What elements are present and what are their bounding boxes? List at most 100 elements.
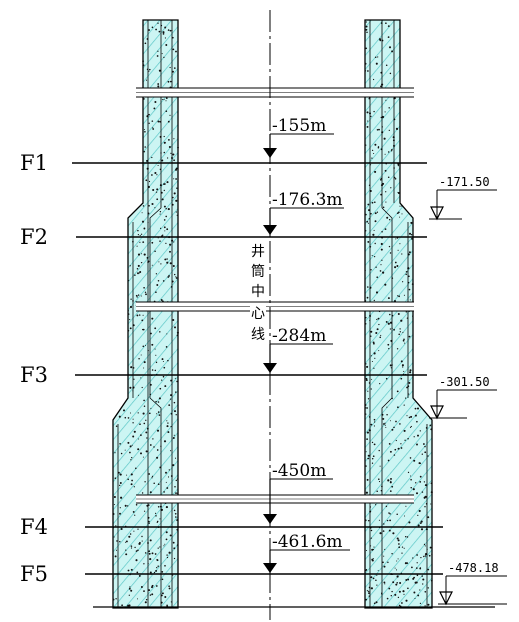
speckle: [396, 513, 398, 516]
speckle: [371, 378, 373, 380]
speckle: [365, 363, 367, 365]
speckle: [127, 569, 130, 572]
speckle: [401, 552, 403, 554]
speckle: [364, 519, 367, 522]
speckle: [387, 479, 390, 482]
speckle: [366, 431, 369, 434]
speckle: [143, 227, 146, 230]
speckle: [365, 465, 367, 467]
speckle: [406, 536, 409, 538]
speckle: [154, 100, 157, 104]
speckle: [130, 568, 133, 571]
speckle: [165, 44, 168, 46]
speckle: [403, 294, 405, 296]
speckle: [144, 601, 147, 604]
speckle: [121, 604, 123, 607]
speckle: [385, 64, 388, 67]
speckle: [160, 263, 162, 265]
speckle: [172, 36, 174, 39]
speckle: [367, 398, 370, 400]
speckle: [375, 291, 379, 294]
speckle: [371, 548, 374, 551]
speckle: [158, 30, 161, 33]
speckle: [170, 450, 172, 452]
speckle: [407, 587, 409, 590]
speckle: [148, 29, 151, 31]
side-elevation-triangle-icon: [439, 591, 453, 606]
speckle: [166, 333, 168, 335]
speckle: [378, 478, 380, 480]
speckle: [389, 72, 392, 75]
speckle: [382, 417, 385, 420]
center-elevation-marker: -155m: [263, 116, 334, 158]
speckle: [410, 415, 413, 418]
speckle: [384, 548, 386, 550]
speckle: [373, 418, 376, 421]
speckle: [157, 411, 159, 413]
speckle: [127, 313, 130, 316]
speckle: [368, 218, 370, 220]
speckle: [368, 590, 370, 593]
speckle: [371, 201, 374, 204]
speckle: [126, 474, 128, 476]
speckle: [161, 53, 163, 55]
speckle: [384, 228, 387, 230]
speckle: [388, 107, 390, 109]
speckle: [364, 300, 367, 302]
speckle: [365, 377, 368, 380]
speckle: [398, 211, 400, 214]
speckle: [142, 97, 145, 100]
speckle: [389, 450, 392, 453]
speckle: [168, 139, 170, 141]
speckle: [170, 80, 172, 83]
speckle: [167, 476, 170, 478]
speckle: [137, 229, 139, 232]
speckle: [139, 423, 141, 426]
speckle: [135, 550, 138, 552]
center-elevation-label: -155m: [272, 116, 326, 136]
speckle: [414, 407, 417, 410]
speckle: [137, 528, 139, 530]
speckle: [423, 543, 426, 546]
speckle: [366, 286, 369, 288]
speckle: [379, 532, 382, 535]
speckle: [389, 313, 391, 316]
speckle: [376, 584, 378, 586]
speckle: [390, 150, 393, 152]
speckle: [177, 112, 179, 114]
speckle: [136, 314, 139, 317]
speckle: [175, 276, 177, 278]
speckle: [155, 512, 157, 514]
speckle: [144, 552, 147, 554]
speckle: [142, 456, 144, 458]
speckle: [151, 475, 154, 478]
speckle: [148, 522, 150, 524]
speckle: [399, 328, 401, 330]
speckle: [386, 519, 389, 522]
speckle: [166, 258, 168, 260]
left-shaft-wall: [112, 19, 179, 609]
speckle: [151, 369, 154, 371]
speckle: [396, 537, 399, 540]
speckle: [367, 240, 370, 243]
speckle: [397, 447, 400, 450]
speckle: [137, 598, 138, 600]
speckle: [404, 535, 407, 538]
speckle: [163, 219, 166, 221]
speckle: [365, 569, 368, 571]
speckle: [125, 541, 127, 543]
speckle: [390, 477, 392, 480]
speckle: [152, 127, 154, 129]
speckle: [163, 141, 166, 144]
speckle: [165, 471, 167, 474]
speckle: [166, 157, 169, 159]
speckle: [137, 253, 141, 256]
speckle: [394, 567, 396, 569]
speckle: [145, 450, 148, 453]
speckle: [416, 420, 418, 423]
speckle: [155, 361, 158, 364]
speckle: [158, 69, 161, 72]
speckle: [400, 443, 402, 445]
speckle: [151, 317, 154, 320]
speckle: [365, 144, 367, 146]
